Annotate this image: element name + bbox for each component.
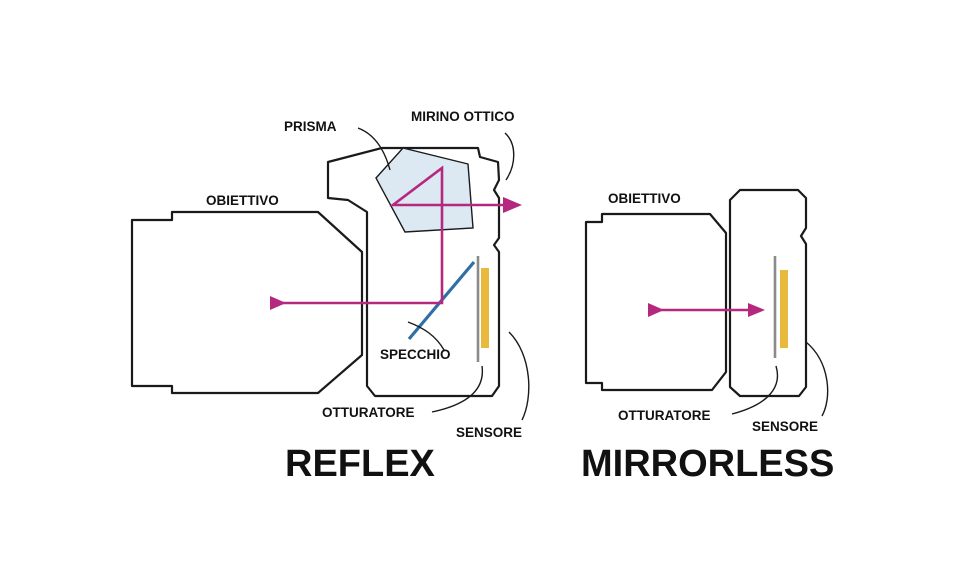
mirrorless-ray-exit-arrowhead bbox=[748, 303, 765, 317]
mirrorless-otturatore-label: OTTURATORE bbox=[618, 408, 711, 423]
mirrorless-ray-entry-arrowhead bbox=[648, 303, 664, 317]
prism-shape bbox=[375, 147, 474, 233]
mirrorless-sensore-leader bbox=[805, 341, 829, 417]
mirino-label: MIRINO OTTICO bbox=[411, 109, 515, 124]
mirrorless-otturatore-leader bbox=[731, 365, 779, 415]
reflex-title: REFLEX bbox=[285, 443, 436, 485]
mirrorless-sensore-label: SENSORE bbox=[752, 419, 818, 434]
reflex-body-outline bbox=[326, 146, 501, 398]
mirrorless-title: MIRRORLESS bbox=[581, 443, 834, 485]
reflex-sensor bbox=[481, 268, 489, 348]
mirrorless-lens-outline bbox=[584, 212, 728, 392]
mirrorless-sensor bbox=[780, 270, 788, 348]
prisma-label: PRISMA bbox=[284, 119, 337, 134]
mirino-leader bbox=[504, 132, 515, 181]
reflex-diagram: PRISMA MIRINO OTTICO OBIETTIVO SPECCHIO … bbox=[130, 109, 530, 485]
prisma-leader bbox=[357, 127, 391, 171]
sensore-leader bbox=[508, 331, 530, 421]
reflex-ray-exit-arrowhead bbox=[503, 197, 522, 213]
mirrorless-obiettivo-label: OBIETTIVO bbox=[608, 191, 681, 206]
specchio-leader bbox=[407, 321, 445, 351]
reflex-lens-outline bbox=[130, 210, 364, 395]
reflex-ray-entry-arrowhead bbox=[270, 296, 286, 310]
reflex-otturatore-label: OTTURATORE bbox=[322, 405, 415, 420]
reflex-light-ray bbox=[272, 165, 504, 305]
mirrorless-diagram: OBIETTIVO OTTURATORE SENSORE MIRRORLESS bbox=[581, 188, 834, 485]
otturatore-leader bbox=[431, 365, 484, 413]
reflex-sensore-label: SENSORE bbox=[456, 425, 522, 440]
mirrorless-body-outline bbox=[728, 188, 808, 398]
reflex-obiettivo-label: OBIETTIVO bbox=[206, 193, 279, 208]
specchio-label: SPECCHIO bbox=[380, 347, 451, 362]
